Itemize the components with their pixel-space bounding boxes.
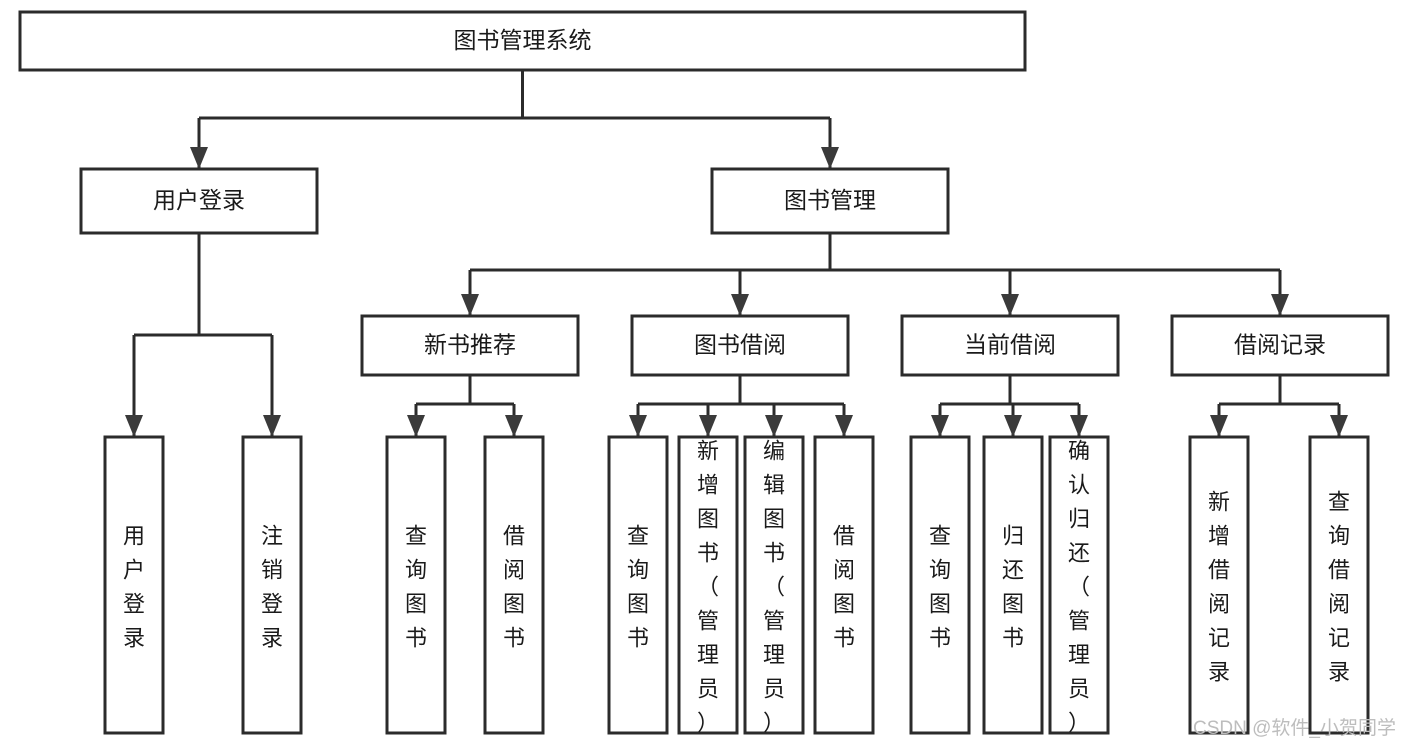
node-label-leaf-query-book-recommend: 查询图书 [405,524,427,651]
node-label-root: 图书管理系统 [454,27,592,53]
node-label-leaf-return-book: 归还图书 [1002,524,1024,651]
node-label-current-borrow: 当前借阅 [964,332,1056,358]
csdn-watermark: CSDN @软件_小贺同学 [1193,717,1396,739]
node-leaf-query-book-borrow[interactable]: 查询图书 [607,435,669,735]
arrow-head-icon [1330,415,1348,437]
edge-user-login-to-leaves [125,233,281,437]
node-box-book-management[interactable] [710,167,950,235]
node-box-leaf-edit-book-admin[interactable] [743,435,805,735]
edge-root-to-level2 [190,70,839,169]
node-box-current-borrow[interactable] [900,314,1120,377]
arrow-head-icon [835,415,853,437]
node-leaf-user-logout[interactable]: 注销登录 [241,435,303,735]
node-label-leaf-borrow-book-recommend: 借阅图书 [503,524,525,651]
node-box-leaf-borrow-book[interactable] [813,435,875,735]
node-box-leaf-return-book[interactable] [982,435,1044,735]
node-box-leaf-add-borrow-record[interactable] [1188,435,1250,735]
arrow-head-icon [765,415,783,437]
node-leaf-query-borrow-record[interactable]: 查询借阅记录 [1308,435,1370,735]
node-leaf-query-book-recommend[interactable]: 查询图书 [385,435,447,735]
arrow-head-icon [1004,415,1022,437]
node-label-leaf-add-book-admin: 新增图书（管理员） [697,439,719,736]
edge-current-to-leaves [931,375,1088,437]
node-box-leaf-confirm-return-admin[interactable] [1048,435,1110,735]
arrow-head-icon [821,147,839,169]
arrow-head-icon [263,415,281,437]
arrow-head-icon [1210,415,1228,437]
node-leaf-confirm-return-admin[interactable]: 确认归还（管理员） [1048,435,1110,736]
node-box-leaf-query-book-borrow[interactable] [607,435,669,735]
node-borrow-record[interactable]: 借阅记录 [1170,314,1390,377]
arrow-head-icon [190,147,208,169]
edge-record-to-leaves [1210,375,1348,437]
connectors-layer [125,70,1348,437]
node-box-root[interactable] [18,10,1027,72]
node-leaf-borrow-book-recommend[interactable]: 借阅图书 [483,435,545,735]
node-leaf-borrow-book[interactable]: 借阅图书 [813,435,875,735]
node-box-leaf-add-book-admin[interactable] [677,435,739,735]
node-leaf-user-login[interactable]: 用户登录 [103,435,165,735]
arrow-head-icon [931,415,949,437]
node-box-leaf-borrow-book-recommend[interactable] [483,435,545,735]
node-book-borrow[interactable]: 图书借阅 [630,314,850,377]
node-label-leaf-query-borrow-record: 查询借阅记录 [1328,490,1350,685]
node-label-leaf-add-borrow-record: 新增借阅记录 [1208,490,1230,685]
node-current-borrow[interactable]: 当前借阅 [900,314,1120,377]
node-label-new-book-recommend: 新书推荐 [424,332,516,358]
node-user-login[interactable]: 用户登录 [79,167,319,235]
edge-recommend-to-leaves [407,375,523,437]
node-label-book-borrow: 图书借阅 [694,332,786,358]
node-box-leaf-query-book-recommend[interactable] [385,435,447,735]
arrow-head-icon [731,294,749,316]
node-new-book-recommend[interactable]: 新书推荐 [360,314,580,377]
node-box-leaf-user-logout[interactable] [241,435,303,735]
arrow-head-icon [125,415,143,437]
arrow-head-icon [1001,294,1019,316]
node-leaf-return-book[interactable]: 归还图书 [982,435,1044,735]
node-box-new-book-recommend[interactable] [360,314,580,377]
arrow-head-icon [407,415,425,437]
arrow-head-icon [629,415,647,437]
node-root[interactable]: 图书管理系统 [18,10,1027,72]
node-label-leaf-query-book-borrow: 查询图书 [627,524,649,651]
node-label-leaf-query-book-current: 查询图书 [929,524,951,651]
node-label-leaf-borrow-book: 借阅图书 [833,524,855,651]
node-label-leaf-edit-book-admin: 编辑图书（管理员） [763,439,785,736]
node-box-borrow-record[interactable] [1170,314,1390,377]
node-label-book-management: 图书管理 [784,187,876,213]
node-box-leaf-user-login[interactable] [103,435,165,735]
edge-book-management-to-level3 [461,233,1289,316]
node-label-leaf-user-login: 用户登录 [123,524,145,651]
arrow-head-icon [505,415,523,437]
node-leaf-edit-book-admin[interactable]: 编辑图书（管理员） [743,435,805,736]
node-box-leaf-query-borrow-record[interactable] [1308,435,1370,735]
node-box-user-login[interactable] [79,167,319,235]
edge-borrow-to-leaves [629,375,853,437]
node-label-user-login: 用户登录 [153,187,245,213]
node-label-borrow-record: 借阅记录 [1234,332,1326,358]
node-box-book-borrow[interactable] [630,314,850,377]
arrow-head-icon [461,294,479,316]
node-leaf-query-book-current[interactable]: 查询图书 [909,435,971,735]
node-leaf-add-book-admin[interactable]: 新增图书（管理员） [677,435,739,736]
arrow-head-icon [699,415,717,437]
nodes-layer: 图书管理系统用户登录图书管理新书推荐图书借阅当前借阅借阅记录用户登录注销登录查询… [18,10,1390,736]
node-label-leaf-confirm-return-admin: 确认归还（管理员） [1068,439,1090,736]
arrow-head-icon [1271,294,1289,316]
arrow-head-icon [1070,415,1088,437]
node-leaf-add-borrow-record[interactable]: 新增借阅记录 [1188,435,1250,735]
node-label-leaf-user-logout: 注销登录 [261,524,283,651]
node-book-management[interactable]: 图书管理 [710,167,950,235]
node-box-leaf-query-book-current[interactable] [909,435,971,735]
